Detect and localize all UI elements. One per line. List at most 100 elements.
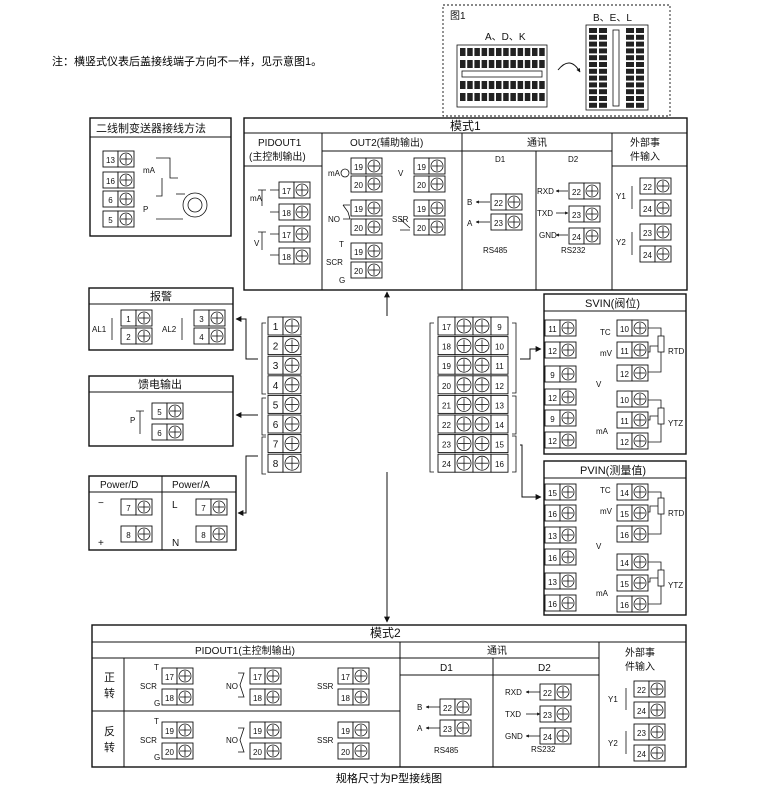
center-terminal-18-label: 18 [442,343,451,352]
center-terminal-5-label: 5 [273,400,279,411]
mode1-pid-terminal-18-1: 18 [278,203,311,221]
center-terminal-13-label: 13 [495,401,504,410]
feed-terminals: 56 [151,402,184,441]
pvin-right-terminal-16-2-label: 16 [620,531,629,540]
power-a-title: Power/A [172,480,210,491]
mode1-pid-v: V [254,239,260,248]
pvin-left-terminal-13-4: 13 [544,572,577,590]
two-wire-terminal-6-label: 6 [108,196,113,205]
mode1-d1: D1 [495,155,506,164]
svin-left-terminal-9-4-label: 9 [550,415,555,424]
center-terminal-14-label: 14 [495,421,504,430]
two-wire-terminal-5-label: 5 [108,216,113,225]
pvin-left-terminal-16-1: 16 [544,504,577,522]
mode2-forward-1: 正 [104,672,115,684]
mode1-ext-terminal-24-3-label: 24 [643,251,652,260]
mode2-rev-no-terminal-19-label: 19 [253,727,262,736]
svin-left-terminal-12-3-label: 12 [548,394,557,403]
mode2-fwd-ssr-terminal-18: 18 [337,688,370,706]
center-terminal-6-label: 6 [273,420,279,431]
mode2-d1: D1 [440,663,453,674]
mode2-gnd: GND [505,732,523,741]
svin-right-terminal-10-3: 10 [616,390,649,408]
feed-p: P [130,416,135,425]
mode1-out2a-terminal-19-2: 19 [350,199,383,217]
mode2-fwd-no: NO [226,682,238,691]
mode1-pidout1-line2: (主控制输出) [249,150,306,163]
pvin-left-terminal-16-3-label: 16 [548,554,557,563]
mode2-ext-terminal-24-1: 24 [633,701,666,719]
feed-panel: 馈电输出 P 56 [88,375,234,447]
arrow-to-pvin [520,444,542,500]
center-terminal-9-label: 9 [497,323,502,332]
mode1-d2: D2 [568,155,579,164]
mode2-d2-terminal-22-label: 22 [543,689,552,698]
center-terminal-23-label: 23 [442,441,451,450]
center-terminal-1-label: 1 [273,322,279,333]
two-wire-terminal-5: 5 [102,210,135,228]
mode1-out2a-terminal-20-5: 20 [350,261,383,279]
pvin-left-terminal-15-0: 15 [544,483,577,501]
arrow-to-power [237,455,258,516]
center-terminal-15: 15 [490,434,509,454]
mode2-ext-terminal-24-1-label: 24 [637,707,646,716]
mode1-comm: 通讯 [527,137,547,149]
pvin-left-terminal-13-4-label: 13 [548,578,557,587]
svin-left-terminal-11-0-label: 11 [548,325,557,334]
svin-rtd: RTD [668,347,685,356]
mode2-fwd-no-terminal-17-label: 17 [253,673,262,682]
center-terminal-16: 16 [490,453,509,473]
mode2-d2: D2 [538,663,551,674]
center-terminal-22: 22 [437,414,492,434]
svin-tc: TC [600,328,611,337]
pvin-ma: mA [596,589,609,598]
pvin-rtd: RTD [668,509,685,518]
svin-right-terminal-12-5-label: 12 [620,438,629,447]
arrow-to-svin [520,346,542,360]
center-terminal-17-label: 17 [442,323,451,332]
mode1-d2-terminal-24: 24 [568,227,601,245]
horizontal-terminal-block [456,44,548,108]
power-terminal-7-2-label: 7 [201,504,206,513]
mode2-d1-terminal-22: 22 [439,698,472,716]
mode2-fwd-no-terminal-17: 17 [249,667,282,685]
mode1-out2-v: V [398,169,404,178]
mode2-d1-terminal-22-label: 22 [443,704,452,713]
mode2-fwd-g: G [154,699,160,708]
svin-left-terminal-12-5-label: 12 [548,437,557,446]
power-d-title: Power/D [100,480,138,491]
mode1-ext-line2: 件输入 [630,150,660,163]
mode1-panel: 模式1 PIDOUT1 (主控制输出) OUT2(辅助输出) 通讯 D1 D2 … [243,117,688,291]
mode1-pid-terminal-17-0-label: 17 [282,187,291,196]
pvin-right-terminal-14-0-label: 14 [620,489,629,498]
mode2-rev-t: T [154,717,159,726]
mode2-rev-ssr-terminal-20: 20 [337,742,370,760]
center-terminal-12: 12 [490,375,509,395]
center-terminal-2: 2 [267,336,302,356]
mode2-panel: 模式2 PIDOUT1(主控制输出) 通讯 D1 D2 外部事 件输入 正 转 … [91,624,687,768]
figure-caption: 规格尺寸为P型接线图 [335,773,443,785]
svin-left-terminal-9-2: 9 [544,365,577,383]
alarm-terminal-3-label: 3 [199,315,204,324]
center-terminal-20-label: 20 [442,382,451,391]
mode1-rs485: RS485 [483,246,508,255]
alarm-terminal-2-label: 2 [126,333,131,342]
mode2-rev-ssr-terminal-19: 19 [337,721,370,739]
mode2-d2-terminal-22: 22 [539,683,572,701]
center-terminal-7-label: 7 [273,440,279,451]
center-terminal-21: 21 [437,394,492,414]
alarm-terminal-4-label: 4 [199,333,204,342]
mode1-out2: OUT2(辅助输出) [350,136,423,149]
mode1-out2a-terminal-19-0-label: 19 [354,163,363,172]
pvin-left-terminal-16-3: 16 [544,548,577,566]
mode2-fwd-ssr-terminal-18-label: 18 [341,694,350,703]
power-terminal-8-1: 8 [120,525,153,543]
mode1-out2-g: G [339,276,345,285]
mode1-terminals: 1718171819201920192019201920222322232422… [278,157,672,279]
mode1-gnd: GND [539,231,557,240]
mode1-d1-terminal-23-label: 23 [494,219,503,228]
